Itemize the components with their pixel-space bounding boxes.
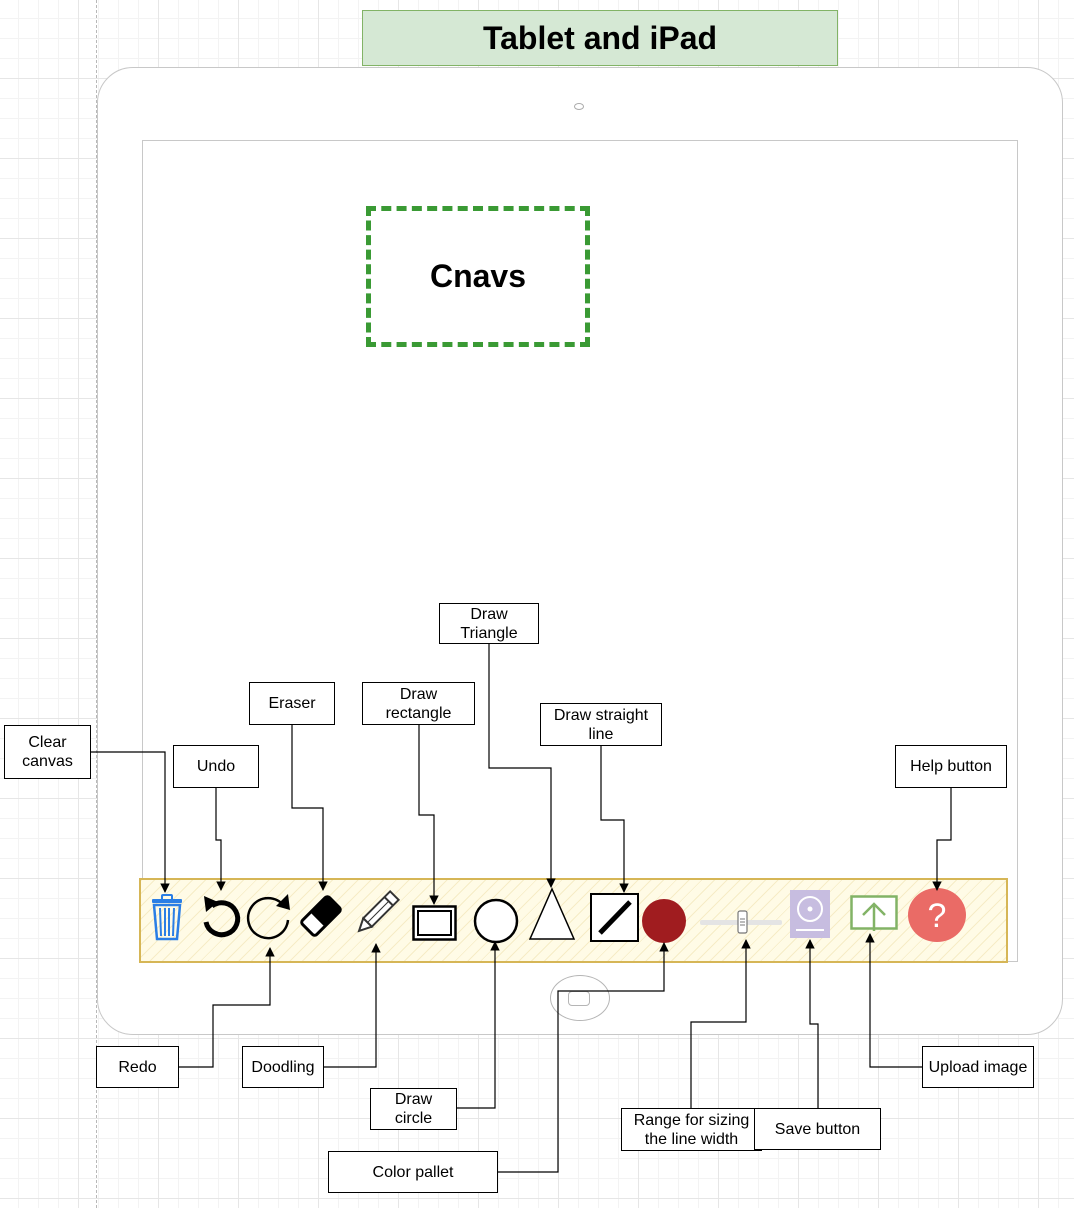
eraser-icon[interactable]	[298, 890, 344, 940]
connector-circle	[456, 941, 500, 1109]
home-button[interactable]	[550, 975, 610, 1021]
connector-upload	[865, 933, 924, 1068]
label-undo: Undo	[173, 745, 259, 788]
trash-icon[interactable]	[148, 893, 186, 943]
help-glyph: ?	[928, 897, 947, 935]
connector-clear-canvas	[90, 751, 170, 893]
connector-triangle	[488, 644, 556, 888]
triangle-icon[interactable]	[528, 887, 576, 941]
label-eraser: Eraser	[249, 682, 335, 725]
label-clear-canvas: Clear canvas	[4, 725, 91, 779]
label-upload-image: Upload image	[922, 1046, 1034, 1088]
undo-icon[interactable]	[198, 892, 242, 940]
page-guide-line	[96, 0, 97, 1208]
connector-rectangle	[418, 724, 439, 905]
connector-range	[690, 939, 751, 1108]
canvas-placeholder: Cnavs	[366, 206, 590, 347]
connector-doodling	[323, 943, 381, 1068]
label-draw-rectangle: Draw rectangle	[362, 682, 475, 725]
range-slider-icon[interactable]	[696, 907, 786, 937]
connector-redo	[178, 947, 275, 1068]
rectangle-icon[interactable]	[412, 905, 458, 941]
upload-icon[interactable]	[850, 895, 898, 935]
help-icon[interactable]: ?	[906, 887, 968, 943]
line-icon[interactable]	[590, 893, 640, 943]
tablet-screen	[142, 140, 1018, 962]
label-draw-triangle: Draw Triangle	[439, 603, 539, 644]
pencil-icon[interactable]	[350, 888, 402, 940]
label-color-pallet: Color pallet	[328, 1151, 498, 1193]
camera-icon	[574, 103, 584, 110]
label-save-button: Save button	[754, 1108, 881, 1150]
label-range-sizing: Range for sizing the line width	[621, 1108, 762, 1151]
connector-save	[805, 939, 819, 1108]
color-icon[interactable]	[640, 897, 688, 945]
save-icon[interactable]	[788, 888, 832, 940]
label-redo: Redo	[96, 1046, 179, 1088]
connector-undo	[215, 787, 226, 891]
connector-help	[932, 787, 952, 891]
diagram-title: Tablet and iPad	[362, 10, 838, 66]
label-draw-straight-line: Draw straight line	[540, 703, 662, 746]
connector-color	[497, 942, 669, 1173]
label-draw-circle: Draw circle	[370, 1088, 457, 1130]
canvas-label: Cnavs	[429, 258, 527, 294]
redo-icon[interactable]	[244, 890, 294, 942]
label-doodling: Doodling	[242, 1046, 324, 1088]
connector-eraser	[291, 724, 328, 891]
label-help-button: Help button	[895, 745, 1007, 788]
connector-line	[600, 745, 629, 893]
